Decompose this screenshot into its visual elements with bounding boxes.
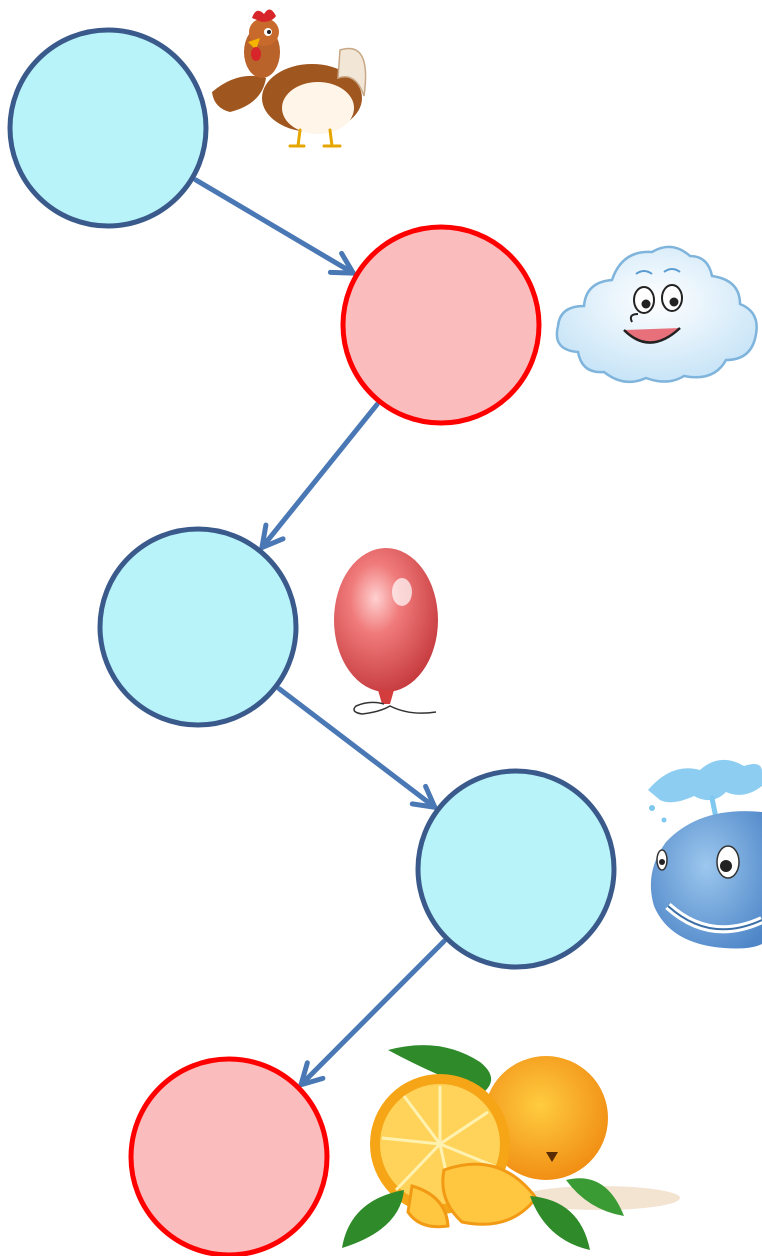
whale-icon — [648, 759, 762, 949]
arrow-2-to-3 — [259, 401, 380, 551]
balloon-icon — [334, 548, 438, 715]
nodes-layer — [7, 27, 617, 1256]
cloud-icon — [555, 245, 758, 384]
arrowhead-4-to-5 — [298, 1060, 326, 1088]
node-4-circle — [415, 768, 617, 970]
node-1-circle — [7, 27, 209, 229]
arrows-layer — [193, 177, 447, 1088]
node-3-circle — [97, 526, 299, 728]
arrowhead-3-to-4 — [409, 783, 438, 810]
arrow-3-to-4 — [276, 686, 438, 810]
node-2-circle — [340, 224, 542, 426]
arrow-1-to-2 — [193, 177, 356, 276]
arrow-4-to-5 — [298, 938, 447, 1088]
arrowhead-1-to-2 — [327, 250, 356, 276]
hen-icon — [212, 9, 367, 148]
arrowhead-2-to-3 — [259, 522, 286, 551]
node-5-circle — [128, 1056, 330, 1256]
oranges-icon — [342, 1045, 680, 1250]
